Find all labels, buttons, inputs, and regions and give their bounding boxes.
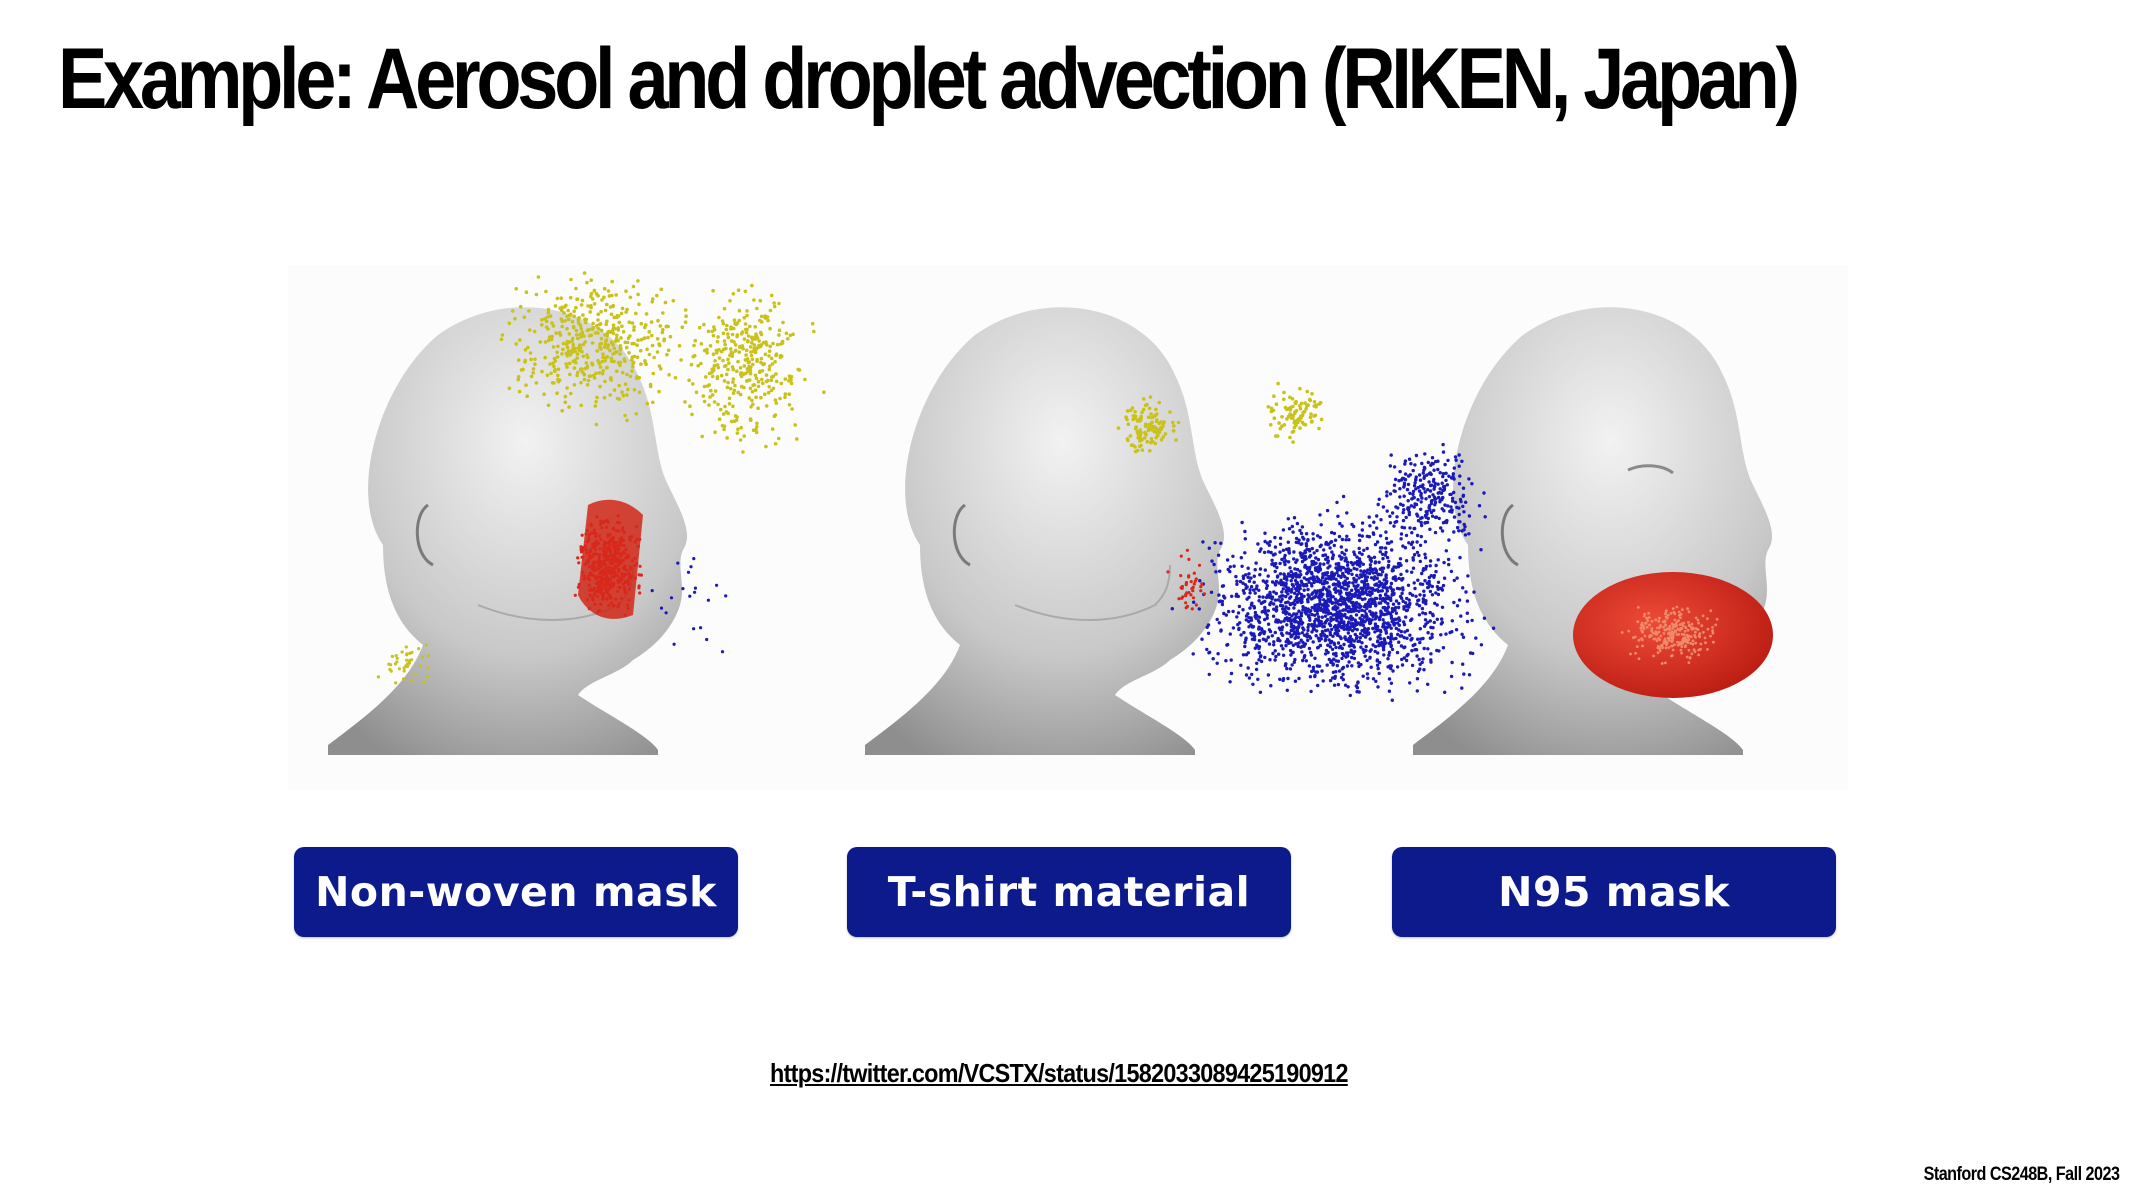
mask-simulation-illustration <box>328 271 1773 755</box>
particle-cloud <box>376 271 1719 702</box>
slide-title: Example: Aerosol and droplet advection (… <box>58 31 1800 127</box>
head-model-t-shirt <box>865 307 1225 755</box>
label-non-woven-mask: Non-woven mask <box>294 847 738 937</box>
mask-simulation-figure <box>288 265 1848 790</box>
label-n95-mask: N95 mask <box>1392 847 1836 937</box>
footer-credit: Stanford CS248B, Fall 2023 <box>1923 1164 2119 1185</box>
head-model-n95 <box>1413 307 1773 755</box>
source-link[interactable]: https://twitter.com/VCSTX/status/1582033… <box>770 1058 1348 1088</box>
label-t-shirt-material: T-shirt material <box>847 847 1291 937</box>
head-model-non-woven <box>328 307 688 755</box>
